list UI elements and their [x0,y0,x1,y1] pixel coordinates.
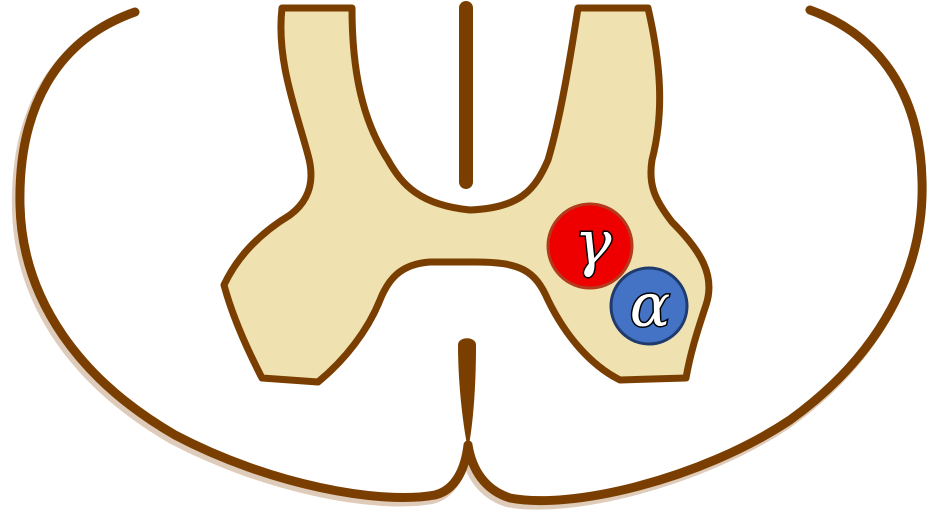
alpha-motor-neuron: α [611,268,687,344]
alpha-label: α [630,271,671,341]
gamma-motor-neuron: γ [548,204,632,288]
gamma-label: γ [574,206,612,279]
